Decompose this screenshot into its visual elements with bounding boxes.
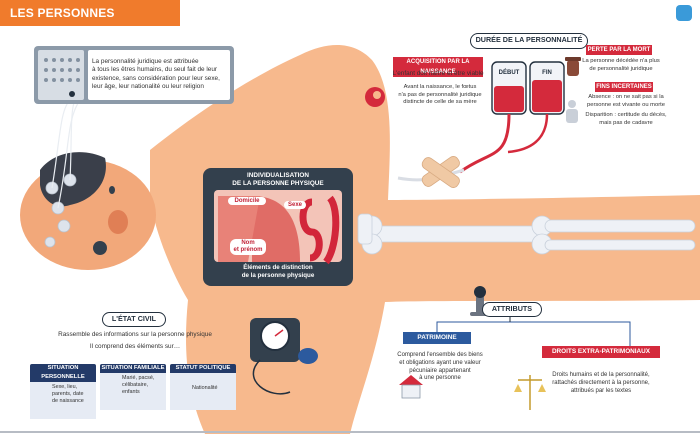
card-situation-personnelle: SITUATION PERSONNELLE Sexe, lieu, parent… (30, 364, 96, 419)
card-tag: SITUATION PERSONNELLE (30, 364, 96, 382)
etat-civil-title: L'ÉTAT CIVIL (102, 312, 166, 327)
card-body: Sexe, lieu, parents, date de naissance (30, 382, 96, 419)
perte-tag: PERTE PAR LA MORT (586, 45, 652, 55)
card-tag: SITUATION FAMILIALE (100, 364, 166, 373)
droits-line: attribués par les textes (570, 387, 632, 394)
monitor-line: à tous les êtres humains, du seul fait d… (92, 66, 218, 74)
absence-line: Absence : on ne sait pas si la (588, 94, 664, 100)
domicile-label: Domicile (228, 197, 266, 205)
brand-logo-icon (676, 5, 692, 21)
etat-civil-text2: Il comprend des éléments sur… (89, 343, 181, 350)
sexe-label: Sexe (284, 201, 306, 209)
card-line: parents, date (52, 391, 84, 397)
monitor-text: La personnalité juridique est attribuée … (92, 58, 228, 92)
card-line: Marié, pacsé, (122, 375, 155, 381)
monitor-line: leur âge, leur nationalité ou leur relig… (92, 83, 204, 91)
acquisition-tag: ACQUISITION PAR LA NAISSANCE (393, 57, 483, 77)
droits-text: Droits humains et de la personnalité, ra… (538, 372, 664, 395)
individualisation-footer-line: de la personne physique (241, 272, 315, 279)
attributs-title: ATTRIBUTS (482, 302, 542, 317)
absence-text: Absence : on ne sait pas si la personne … (580, 94, 672, 109)
card-tag: STATUT POLITIQUE (170, 364, 236, 373)
page-title: LES PERSONNES PHYSIQUES (0, 0, 180, 46)
patrimoine-tag: PATRIMOINE (403, 332, 471, 344)
monitor-line: existence, sans considération pour leur … (92, 74, 220, 82)
card-statut-politique: STATUT POLITIQUE Nationalité (170, 364, 236, 410)
debut-label: DÉBUT (498, 70, 520, 76)
duree-title: DURÉE DE LA PERSONNALITÉ (470, 33, 588, 49)
disparition-text: Disparition : certitude du décès, mais p… (580, 112, 672, 127)
card-body: Marié, pacsé, célibataire, enfants (100, 373, 166, 410)
fetus-line: distincte de celle de sa mère (403, 99, 477, 106)
nom-label: Nom et prénom (230, 239, 266, 256)
droits-line: Droits humains et de la personnalité, (552, 372, 650, 378)
fins-tag: FINS INCERTAINES (595, 82, 653, 92)
monitor-line: La personnalité juridique est attribuée (92, 58, 199, 65)
card-body: Nationalité (170, 373, 236, 410)
droits-tag: DROITS EXTRA-PATRIMONIAUX (542, 346, 660, 358)
patrimoine-text: Comprend l'ensemble des biens et obligat… (390, 352, 490, 383)
fetus-line: n'a pas de personnalité juridique (398, 91, 482, 98)
fetus-line: Avant la naissance, le fœtus (403, 84, 477, 90)
perte-line: de personnalité juridique (589, 65, 653, 72)
absence-line: personne est vivante ou morte (587, 101, 665, 108)
patrimoine-line: pécuniaire appartenant (409, 367, 471, 374)
droits-line: rattachés directement à la personne, (552, 379, 650, 386)
card-line: enfants (122, 389, 140, 395)
card-line: de naissance (52, 398, 84, 404)
acquisition-text: L'enfant doit naître et être viable (392, 70, 484, 77)
fin-label: FIN (542, 70, 552, 76)
etat-civil-text1: Rassemble des informations sur la person… (58, 331, 212, 338)
disparition-line: Disparition : certitude du décès, (585, 112, 667, 118)
individualisation-title-line: INDIVIDUALISATION (246, 172, 309, 179)
fetus-text: Avant la naissance, le fœtus n'a pas de … (385, 84, 495, 107)
individualisation-footer: Éléments de distinction de la personne p… (210, 264, 346, 280)
patrimoine-line: Comprend l'ensemble des biens (397, 352, 483, 358)
card-line: célibataire, (122, 382, 149, 388)
card-line: Nationalité (192, 385, 218, 391)
individualisation-title: INDIVIDUALISATION DE LA PERSONNE PHYSIQU… (210, 172, 346, 188)
nom-line: et prénom (233, 247, 263, 254)
disparition-line: mais pas de cadavre (599, 119, 653, 126)
card-line: Sexe, lieu, (52, 384, 78, 390)
perte-line: La personne décédée n'a plus (582, 58, 660, 64)
card-situation-familiale: SITUATION FAMILIALE Marié, pacsé, céliba… (100, 364, 166, 410)
individualisation-title-line: DE LA PERSONNE PHYSIQUE (232, 180, 324, 187)
perte-text: La personne décédée n'a plus de personna… (580, 58, 662, 73)
patrimoine-line: à une personne (419, 375, 461, 382)
patrimoine-line: et obligations ayant une valeur (399, 359, 481, 366)
nom-line: Nom (241, 240, 255, 246)
individualisation-footer-line: Éléments de distinction (243, 264, 313, 271)
